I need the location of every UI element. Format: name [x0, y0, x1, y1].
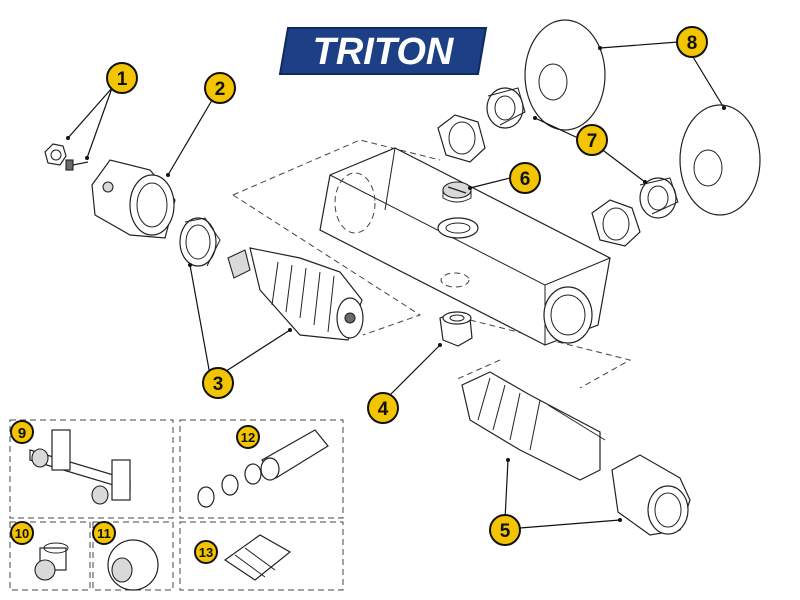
callout-8: 8: [676, 26, 708, 58]
part-3-ring: [179, 217, 221, 267]
part-8-shrouds: [524, 19, 761, 216]
part-10-elbow: [34, 542, 69, 581]
callout-8-label: 8: [687, 33, 698, 54]
part-6-cap: [442, 181, 472, 203]
logo-text: TRITON: [313, 31, 455, 73]
callout-10-label: 10: [15, 526, 29, 541]
valve-body: [232, 139, 632, 389]
callout-6-label: 6: [520, 169, 531, 190]
part-7-check-valves: [437, 87, 679, 247]
part-11-shroud: [107, 539, 159, 591]
callout-2: 2: [204, 72, 236, 104]
part-3-cartridge: [227, 247, 364, 341]
callout-3-label: 3: [213, 374, 224, 395]
callout-3: 3: [202, 367, 234, 399]
callout-4: 4: [367, 392, 399, 424]
callout-7-label: 7: [587, 131, 598, 152]
callout-1: 1: [106, 62, 138, 94]
part-13-nipple: [223, 534, 292, 581]
callout-4-label: 4: [378, 399, 389, 420]
part-1-nut-and-screw: [44, 143, 89, 171]
part-5-flow-cartridge: [461, 371, 691, 536]
brand-logo: TRITON: [278, 27, 488, 75]
part-4-connector: [439, 311, 473, 347]
callout-9: 9: [10, 420, 34, 444]
callout-9-label: 9: [18, 425, 26, 442]
callout-12-label: 12: [241, 430, 255, 445]
callout-10: 10: [10, 521, 34, 545]
callout-12: 12: [236, 425, 260, 449]
callout-7: 7: [576, 124, 608, 156]
part-9-union-kit: [29, 429, 131, 505]
callout-13: 13: [194, 540, 218, 564]
part-2-handle: [91, 159, 176, 239]
callout-6: 6: [509, 162, 541, 194]
callout-1-label: 1: [117, 69, 128, 90]
callout-5: 5: [489, 514, 521, 546]
callout-11-label: 11: [97, 526, 111, 541]
callout-5-label: 5: [500, 521, 511, 542]
part-12-seal-kit: [197, 429, 329, 508]
kit-boxes: [9, 419, 344, 591]
leader-lines: [66, 41, 726, 529]
callout-13-label: 13: [199, 545, 213, 560]
callout-11: 11: [92, 521, 116, 545]
callout-2-label: 2: [215, 79, 226, 100]
